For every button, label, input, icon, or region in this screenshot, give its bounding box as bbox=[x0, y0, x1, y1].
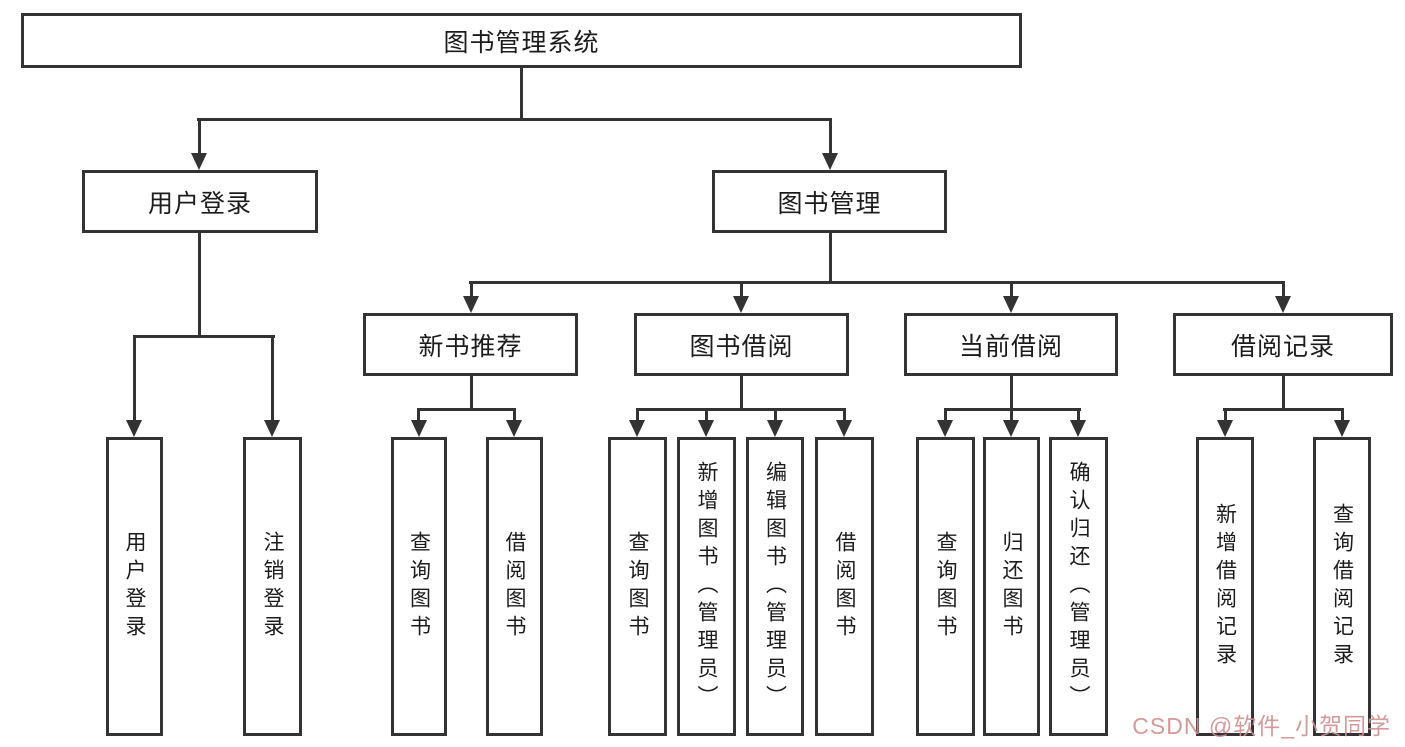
connector bbox=[843, 408, 846, 423]
leaf-add-book-admin-label: 新增图书（管理员） bbox=[695, 460, 718, 713]
arrow-down-icon bbox=[126, 420, 142, 437]
connector bbox=[520, 68, 523, 121]
leaf-query-books-borrow-label: 查询图书 bbox=[626, 530, 649, 643]
leaf-edit-book-admin: 编辑图书（管理员） bbox=[746, 437, 804, 736]
connector bbox=[1282, 376, 1285, 411]
connector bbox=[740, 281, 743, 299]
node-user-login-label: 用户登录 bbox=[147, 189, 252, 218]
leaf-query-borrow-record-label: 查询借阅记录 bbox=[1330, 502, 1354, 671]
arrow-down-icon bbox=[191, 153, 207, 170]
connector bbox=[1223, 408, 1344, 411]
leaf-confirm-return-admin-label: 确认归还（管理员） bbox=[1067, 460, 1090, 713]
arrow-down-icon bbox=[1217, 420, 1233, 437]
connector bbox=[1010, 376, 1013, 411]
arrow-down-icon bbox=[506, 420, 522, 437]
arrow-down-icon bbox=[1003, 420, 1019, 437]
leaf-borrow-books-label: 借阅图书 bbox=[833, 530, 856, 643]
connector bbox=[829, 233, 832, 284]
connector bbox=[774, 408, 777, 423]
arrow-down-icon bbox=[767, 420, 783, 437]
connector bbox=[705, 408, 708, 423]
arrow-down-icon bbox=[264, 420, 280, 437]
connector bbox=[740, 376, 743, 411]
connector bbox=[133, 335, 275, 338]
connector bbox=[636, 408, 846, 411]
node-borrow-records: 借阅记录 bbox=[1173, 313, 1393, 376]
arrow-down-icon bbox=[463, 296, 479, 313]
connector bbox=[1282, 281, 1285, 299]
connector bbox=[470, 376, 473, 411]
node-book-management-label: 图书管理 bbox=[777, 189, 882, 218]
arrow-down-icon bbox=[733, 296, 749, 313]
connector bbox=[469, 281, 1285, 284]
connector bbox=[198, 118, 201, 156]
connector bbox=[1341, 408, 1344, 423]
leaf-query-borrow-record: 查询借阅记录 bbox=[1313, 437, 1371, 736]
leaf-logout: 注销登录 bbox=[243, 437, 302, 736]
node-book-borrowing: 图书借阅 bbox=[634, 313, 849, 376]
arrow-down-icon bbox=[1070, 420, 1086, 437]
node-book-management: 图书管理 bbox=[712, 170, 947, 233]
leaf-add-borrow-record-label: 新增借阅记录 bbox=[1213, 502, 1237, 671]
connector bbox=[271, 335, 274, 423]
leaf-query-books-recommend-label: 查询图书 bbox=[407, 530, 431, 643]
node-book-borrowing-label: 图书借阅 bbox=[689, 332, 794, 361]
arrow-down-icon bbox=[411, 420, 427, 437]
arrow-down-icon bbox=[629, 420, 645, 437]
arrow-down-icon bbox=[1003, 296, 1019, 313]
leaf-query-books-current-label: 查询图书 bbox=[934, 530, 957, 643]
leaf-return-book: 归还图书 bbox=[983, 437, 1040, 736]
node-new-book-recommend-label: 新书推荐 bbox=[418, 332, 523, 361]
connector bbox=[636, 408, 639, 423]
connector bbox=[944, 408, 947, 423]
leaf-user-login: 用户登录 bbox=[106, 437, 163, 736]
connector bbox=[417, 408, 516, 411]
connector bbox=[829, 118, 832, 156]
leaf-query-books-borrow: 查询图书 bbox=[608, 437, 667, 736]
connector bbox=[133, 335, 136, 423]
leaf-query-books-recommend: 查询图书 bbox=[391, 437, 447, 736]
connector bbox=[1077, 408, 1080, 423]
leaf-add-borrow-record: 新增借阅记录 bbox=[1196, 437, 1254, 736]
arrow-down-icon bbox=[822, 153, 838, 170]
node-root-label: 图书管理系统 bbox=[443, 28, 600, 57]
connector bbox=[1224, 408, 1227, 423]
connector bbox=[1010, 281, 1013, 299]
node-new-book-recommend: 新书推荐 bbox=[363, 313, 578, 376]
connector bbox=[513, 408, 516, 423]
node-borrow-records-label: 借阅记录 bbox=[1230, 332, 1335, 361]
node-user-login: 用户登录 bbox=[82, 170, 318, 233]
arrow-down-icon bbox=[1275, 296, 1291, 313]
leaf-borrow-books-recommend-label: 借阅图书 bbox=[503, 530, 526, 643]
arrow-down-icon bbox=[836, 420, 852, 437]
node-root: 图书管理系统 bbox=[21, 13, 1022, 68]
leaf-borrow-books-recommend: 借阅图书 bbox=[486, 437, 543, 736]
leaf-query-books-current: 查询图书 bbox=[916, 437, 975, 736]
watermark: CSDN @软件_小贺同学 bbox=[1132, 713, 1391, 739]
leaf-return-book-label: 归还图书 bbox=[1000, 530, 1023, 643]
connector bbox=[198, 233, 201, 338]
leaf-add-book-admin: 新增图书（管理员） bbox=[677, 437, 736, 736]
arrow-down-icon bbox=[937, 420, 953, 437]
arrow-down-icon bbox=[698, 420, 714, 437]
leaf-edit-book-admin-label: 编辑图书（管理员） bbox=[763, 460, 787, 713]
connector bbox=[1010, 408, 1013, 423]
leaf-user-login-label: 用户登录 bbox=[123, 530, 146, 643]
connector bbox=[417, 408, 420, 423]
node-current-borrowing: 当前借阅 bbox=[904, 313, 1118, 376]
connector bbox=[197, 118, 832, 121]
node-current-borrowing-label: 当前借阅 bbox=[958, 332, 1063, 361]
leaf-borrow-books: 借阅图书 bbox=[815, 437, 874, 736]
connector bbox=[470, 281, 473, 299]
leaf-confirm-return-admin: 确认归还（管理员） bbox=[1049, 437, 1108, 736]
leaf-logout-label: 注销登录 bbox=[261, 530, 284, 643]
arrow-down-icon bbox=[1334, 420, 1350, 437]
